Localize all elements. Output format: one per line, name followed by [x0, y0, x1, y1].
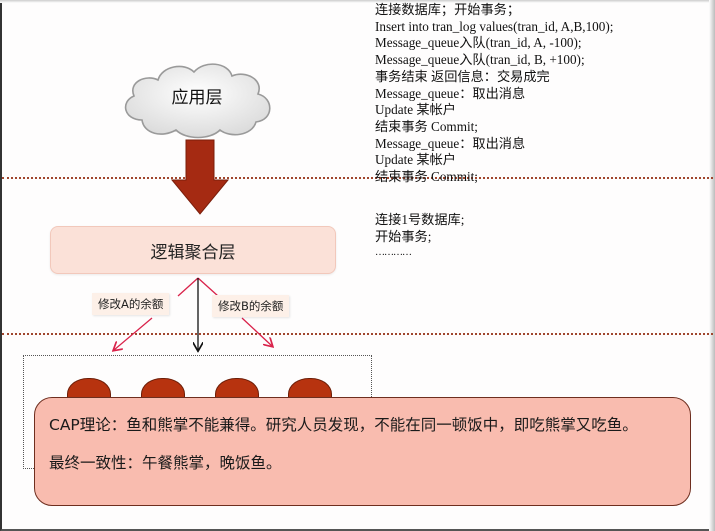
note-line-cap: CAP理论：鱼和熊掌不能兼得。研究人员发现，不能在同一顿饭中，即吃熊掌又吃鱼。: [49, 416, 638, 434]
app-layer-label: 应用层: [171, 88, 223, 108]
code-block-2: 连接1号数据库; 开始事务; …………: [375, 212, 464, 262]
down-arrow-icon: [170, 139, 230, 215]
code-line: 开始事务;: [375, 228, 432, 244]
code-line: Message_queue：取出消息: [375, 85, 526, 101]
cap-theory-note: CAP理论：鱼和熊掌不能兼得。研究人员发现，不能在同一顿饭中，即吃熊掌又吃鱼。 …: [34, 397, 691, 506]
code-line: 结束事务 Commit;: [375, 118, 478, 134]
note-line-eventual-consistency: 最终一致性：午餐熊掌，晚饭鱼。: [49, 454, 282, 472]
code-line: 结束事务 Commit;: [375, 169, 478, 185]
branch-a-label: 修改A的余额: [92, 293, 170, 315]
logic-layer-box: 逻辑聚合层: [50, 226, 336, 274]
code-line: 连接数据库；开始事务；: [375, 2, 521, 17]
code-line: 连接1号数据库;: [375, 212, 465, 227]
code-line: 事务结束 返回信息：交易成完: [375, 68, 550, 84]
divider-line-top: [2, 177, 713, 179]
divider-line-bottom: [2, 333, 713, 335]
code-line: Insert into tran_log values(tran_id, A,B…: [375, 18, 614, 34]
logic-layer-label: 逻辑聚合层: [150, 242, 236, 263]
code-line: Message_queue：取出消息: [375, 135, 526, 151]
code-line: Message_queue入队(tran_id, A, -100);: [375, 35, 582, 51]
branch-b-label: 修改B的余额: [212, 295, 290, 317]
branch-arrows: [0, 277, 400, 360]
code-line: …………: [375, 247, 412, 259]
code-line: Update 某帐户: [375, 152, 456, 168]
cloud-icon: [124, 63, 271, 139]
code-block-1: 连接数据库；开始事务； Insert into tran_log values(…: [375, 2, 613, 186]
right-shadow: [709, 0, 715, 531]
top-shadow: [0, 0, 715, 3]
code-line: Message_queue入队(tran_id, B, +100);: [375, 52, 585, 68]
code-line: Update 某帐户: [375, 102, 456, 118]
